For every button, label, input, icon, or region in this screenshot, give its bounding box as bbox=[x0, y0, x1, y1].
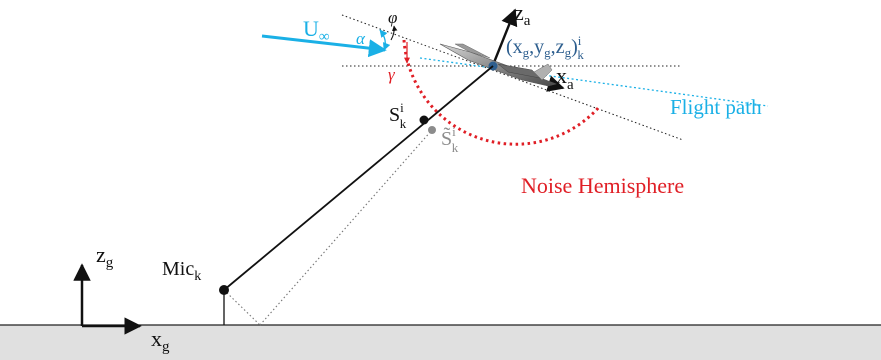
aircraft-icon bbox=[439, 43, 557, 87]
flight-path-line bbox=[419, 57, 769, 107]
xg-label: xg bbox=[151, 326, 170, 355]
freestream-label: U∞ bbox=[303, 16, 330, 45]
freestream-arrow bbox=[261, 34, 387, 58]
body-axis-line bbox=[341, 14, 684, 141]
mic-label: Mick bbox=[162, 258, 201, 284]
microphone-point-icon bbox=[219, 285, 229, 295]
xa-label: xa bbox=[556, 63, 574, 93]
noise-hemisphere-arc bbox=[402, 39, 602, 146]
gamma-label: γ bbox=[388, 65, 396, 84]
noise-hemisphere-label: Noise Hemisphere bbox=[521, 173, 684, 198]
ground-strip bbox=[0, 325, 881, 360]
phi-label: φ bbox=[388, 8, 397, 27]
image-source-point bbox=[428, 126, 436, 134]
source-point-icon bbox=[419, 115, 429, 125]
direct-propagation-line bbox=[223, 65, 494, 291]
phi-arc bbox=[390, 25, 398, 41]
reflection-segment-line bbox=[223, 289, 261, 326]
zg-label: zg bbox=[96, 242, 114, 271]
za-axis-arrow bbox=[491, 8, 518, 66]
za-label: za bbox=[514, 0, 531, 29]
reflected-path-line bbox=[259, 129, 433, 326]
alpha-arc bbox=[379, 29, 391, 51]
flight-path-label: Flight path bbox=[670, 95, 762, 119]
alpha-label: α bbox=[356, 29, 366, 48]
